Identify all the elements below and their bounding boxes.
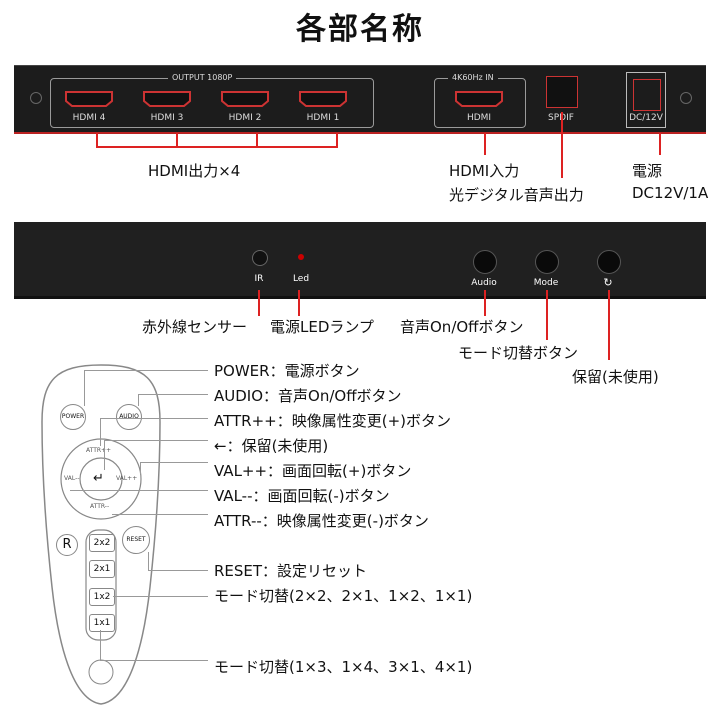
- front-panel: IR Led Audio Mode ↻: [14, 222, 706, 299]
- remote-power-button[interactable]: POWER: [60, 404, 86, 430]
- callout-line: [84, 370, 85, 406]
- callout-line: [484, 290, 486, 316]
- hdmi-port-3: [143, 91, 191, 107]
- hdmi-port-2: [221, 91, 269, 107]
- callout-line: [608, 290, 610, 360]
- callout-line: [100, 418, 208, 419]
- callout-line: [256, 133, 258, 147]
- remote-callout-val-up: VAL++：画面回転(+)ボタン: [214, 462, 412, 480]
- power-led: [298, 254, 304, 260]
- callout-line: [148, 570, 208, 571]
- callout-line: [140, 462, 208, 463]
- hdmi-port-1: [299, 91, 347, 107]
- page-title: 各部名称: [296, 12, 424, 47]
- hdmi-input-label: HDMI: [466, 113, 492, 123]
- mode-label: Mode: [533, 278, 559, 288]
- callout-line: [104, 440, 208, 441]
- remote-attr-down-button[interactable]: ATTR--: [90, 503, 110, 510]
- remote-attr-up-button[interactable]: ATTR++: [86, 447, 112, 454]
- remote-callout-audio: AUDIO：音声On/Offボタン: [214, 387, 402, 405]
- callout-line: [112, 514, 208, 515]
- remote-mode-2x2-button[interactable]: 2x2: [89, 534, 115, 552]
- callout-line: [70, 490, 208, 491]
- audio-button[interactable]: [473, 250, 497, 274]
- screw-hole-left: [30, 92, 42, 104]
- hdmi-port-4: [65, 91, 113, 107]
- output-group-label: OUTPUT 1080P: [168, 73, 237, 82]
- hdmi-3-label: HDMI 3: [150, 113, 184, 123]
- dc-power-port: DC/12V: [626, 72, 666, 128]
- optical-output-callout: 光デジタル音声出力: [449, 186, 584, 204]
- callout-line: [336, 133, 338, 147]
- remote-callout-power: POWER：電源ボタン: [214, 362, 360, 380]
- callout-line: [138, 394, 139, 406]
- hdmi-input-callout: HDMI入力: [449, 162, 520, 180]
- ir-sensor: [252, 250, 268, 266]
- hdmi-1-label: HDMI 1: [306, 113, 340, 123]
- remote-val-up-button[interactable]: VAL++: [116, 475, 138, 482]
- input-group-label: 4K60Hz IN: [448, 73, 498, 82]
- callout-line: [484, 133, 486, 155]
- remote-callout-mode-2: モード切替(1×3、1×4、3×1、4×1): [214, 658, 473, 676]
- reserved-button[interactable]: [597, 250, 621, 274]
- power-callout: 電源: [632, 162, 663, 180]
- power-spec-callout: DC12V/1A: [632, 184, 709, 202]
- remote-callout-reset: RESET：設定リセット: [214, 562, 368, 580]
- mode-button[interactable]: [535, 250, 559, 274]
- callout-line: [84, 370, 208, 371]
- callout-line: [96, 133, 98, 147]
- led-label: Led: [292, 274, 310, 284]
- remote-callout-attr-down: ATTR--：映像属性変更(-)ボタン: [214, 512, 429, 530]
- led-callout: 電源LEDランプ: [270, 318, 374, 336]
- callout-line: [100, 660, 208, 661]
- ir-label: IR: [254, 274, 264, 284]
- callout-line: [258, 290, 260, 316]
- callout-line: [100, 418, 101, 446]
- callout-line: [659, 133, 661, 155]
- remote-callout-attr-up: ATTR++：映像属性変更(+)ボタン: [214, 412, 451, 430]
- callout-line: [140, 462, 141, 474]
- remote-reset-button[interactable]: RESET: [122, 526, 150, 554]
- callout-line: [104, 440, 105, 470]
- remote-mode-1x2-button[interactable]: 1x2: [89, 588, 115, 606]
- remote-outline: [41, 364, 161, 705]
- callout-line: [148, 552, 149, 570]
- callout-line: [298, 290, 300, 316]
- callout-line: [546, 290, 548, 340]
- remote-audio-button[interactable]: AUDIO: [116, 404, 142, 430]
- dc-label: DC/12V: [629, 113, 663, 123]
- remote-callout-val-down: VAL--：画面回転(-)ボタン: [214, 487, 390, 505]
- remote-r-mark: R: [56, 534, 78, 556]
- audio-label: Audio: [471, 278, 497, 288]
- audio-callout: 音声On/Offボタン: [400, 318, 524, 336]
- remote-callout-mode-1: モード切替(2×2、2×1、1×2、1×1): [214, 587, 473, 605]
- refresh-icon: ↻: [603, 276, 613, 289]
- callout-line: [100, 630, 101, 660]
- remote-enter-button[interactable]: ↵: [93, 471, 104, 486]
- remote-mode-1x1-button[interactable]: 1x1: [89, 614, 115, 632]
- spdif-port: [546, 76, 578, 108]
- callout-line: [176, 133, 178, 147]
- callout-line: [113, 596, 208, 597]
- hdmi-2-label: HDMI 2: [228, 113, 262, 123]
- screw-hole-right: [680, 92, 692, 104]
- dc-jack: [633, 79, 661, 111]
- hdmi-input-port: [455, 91, 503, 107]
- callout-line: [561, 112, 563, 178]
- hdmi-4-label: HDMI 4: [72, 113, 106, 123]
- callout-line: [138, 394, 208, 395]
- remote-mode-2x1-button[interactable]: 2x1: [89, 560, 115, 578]
- remote-val-down-button[interactable]: VAL--: [64, 475, 80, 482]
- ir-callout: 赤外線センサー: [142, 318, 248, 336]
- mode-callout: モード切替ボタン: [458, 344, 579, 362]
- hdmi-output-callout: HDMI出力×4: [148, 162, 241, 180]
- callout-line: [96, 146, 338, 148]
- back-panel: OUTPUT 1080P HDMI 4 HDMI 3 HDMI 2 HDMI 1…: [14, 65, 706, 134]
- remote-callout-enter: ←：保留(未使用): [214, 437, 329, 455]
- reserved-callout: 保留(未使用): [572, 368, 659, 386]
